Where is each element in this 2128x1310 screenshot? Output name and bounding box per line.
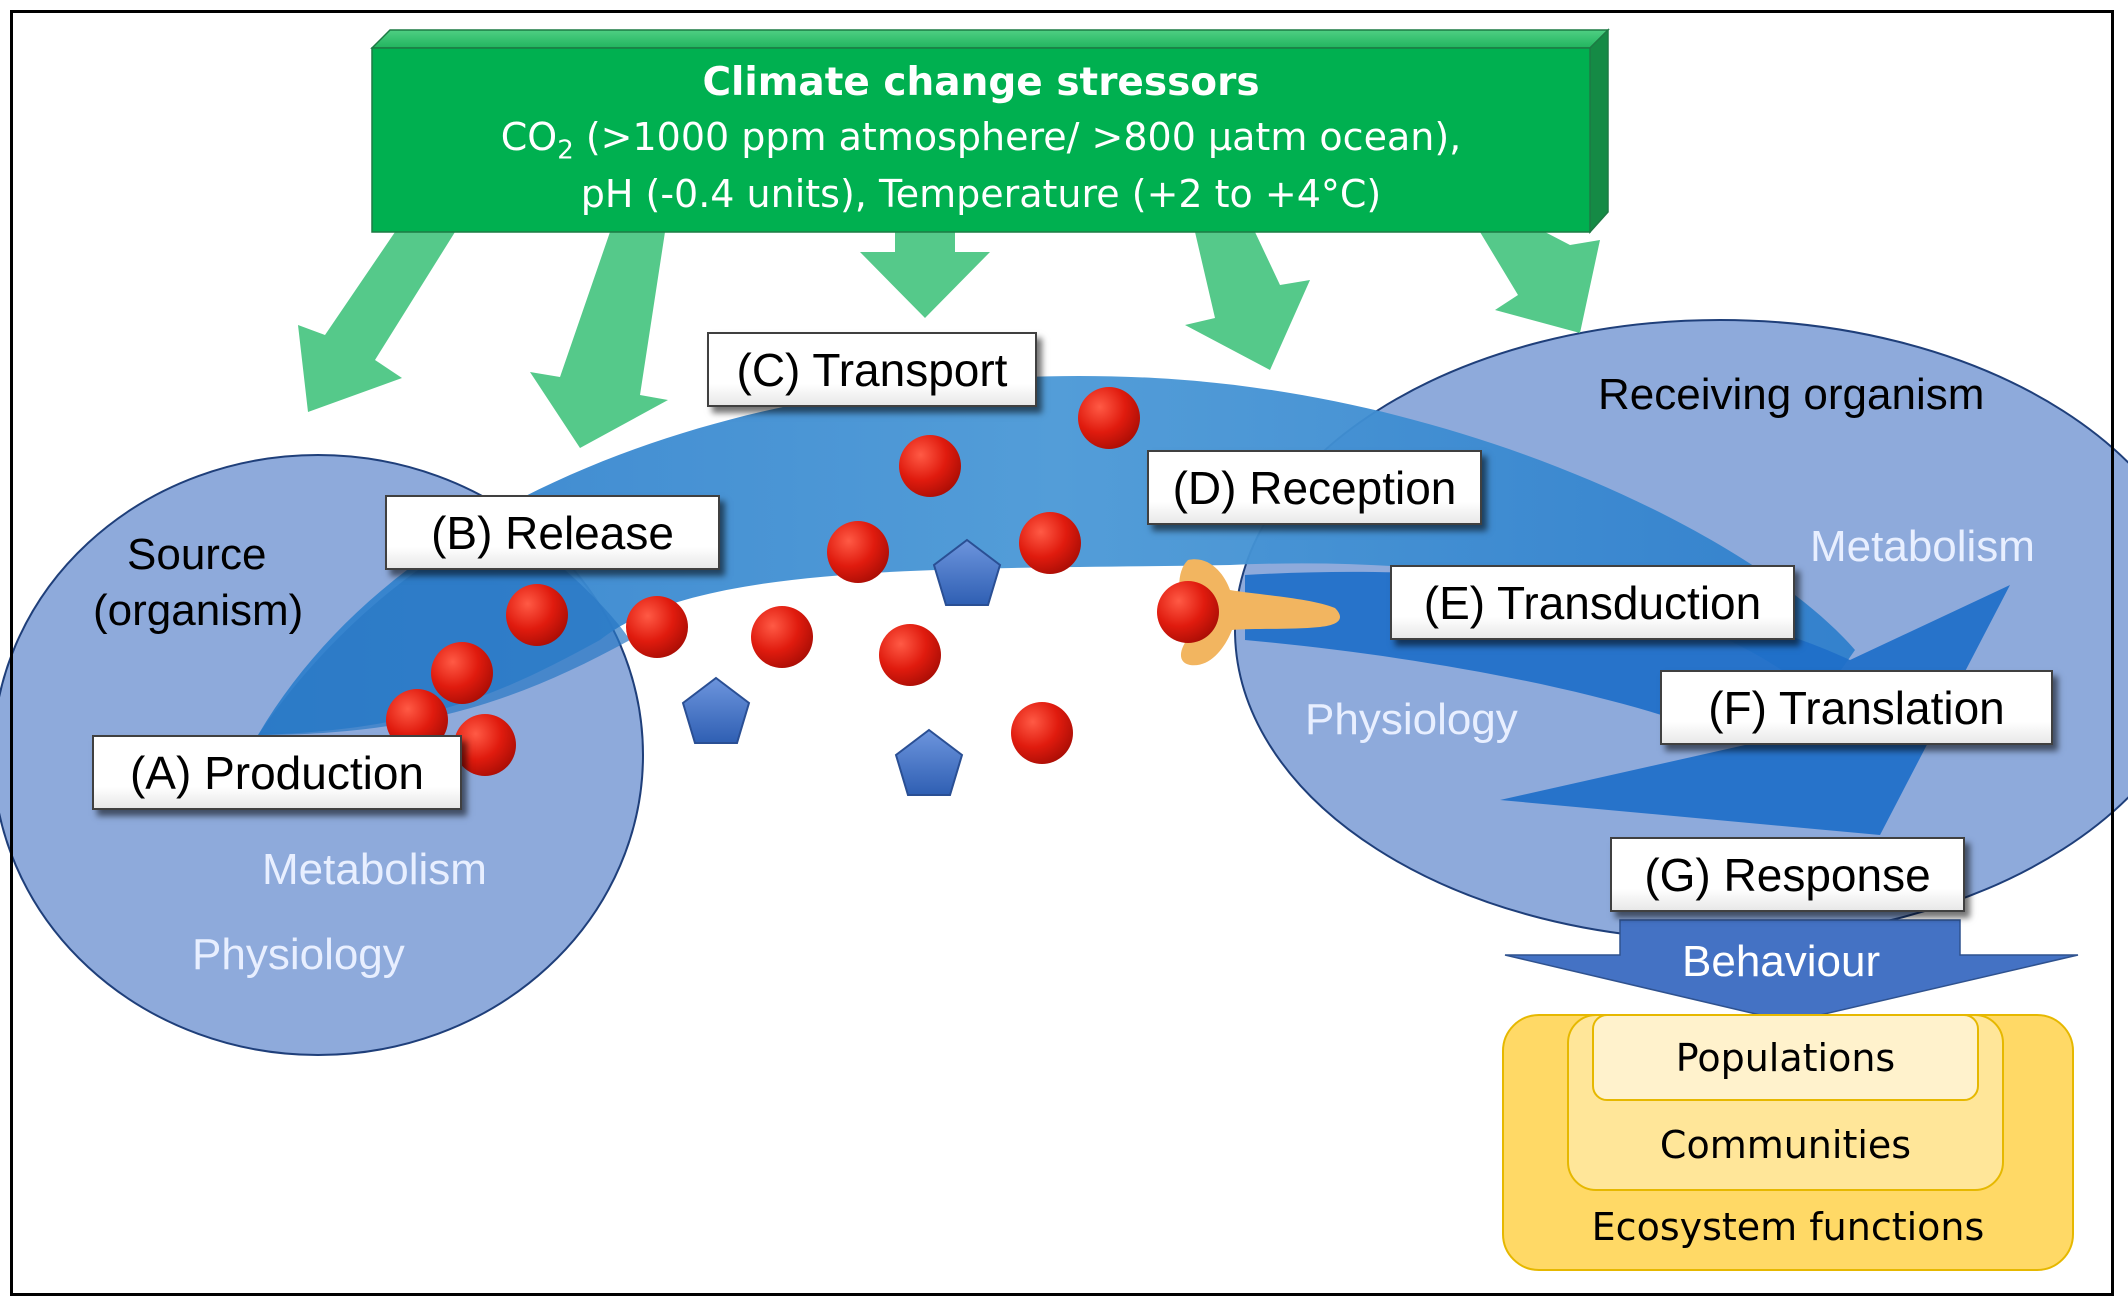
stressor-arrow-3 (860, 232, 990, 318)
stage-transduction-label: (E) Transduction (1390, 565, 1795, 640)
receiver-physiology: Physiology (1305, 695, 1518, 744)
co2-conditions: (>1000 ppm atmosphere/ >800 µatm ocean), (573, 115, 1462, 159)
stage-release-label: (B) Release (385, 495, 720, 570)
figure-border (10, 10, 2114, 1296)
pathway-overlap-source (258, 520, 630, 735)
behaviour-arrow (1504, 919, 2079, 1023)
stage-production-label: (A) Production (92, 735, 462, 810)
stressor-arrow-1 (298, 232, 455, 412)
molecule (1157, 581, 1219, 643)
stage-translation-label: (F) Translation (1660, 670, 2053, 745)
stressor-conditions-line1: CO2 (>1000 ppm atmosphere/ >800 µatm oce… (372, 115, 1590, 166)
molecule (506, 584, 568, 646)
populations-label: Populations (1675, 1036, 1896, 1080)
stressor-arrow-2 (530, 232, 668, 448)
molecule (454, 714, 516, 776)
stressor-arrow-4 (1185, 232, 1310, 370)
populations-box (1592, 1014, 1979, 1101)
signal-molecules (386, 387, 1219, 776)
pentagon-1 (932, 538, 1002, 606)
molecule (431, 642, 493, 704)
pentagon-3 (894, 728, 964, 796)
stressor-arrows (298, 232, 1600, 448)
receptor-shape (1179, 559, 1340, 666)
source-physiology: Physiology (192, 930, 405, 979)
co2-subscript: 2 (557, 135, 574, 166)
stressor-arrow-5 (1480, 232, 1600, 333)
communities-label: Communities (1659, 1123, 1912, 1167)
source-title-line1: Source (127, 530, 267, 579)
stage-transport-label: (C) Transport (707, 332, 1037, 407)
pentagon-molecules (681, 538, 1002, 796)
stressor-conditions-line2: pH (-0.4 units), Temperature (+2 to +4°C… (580, 172, 1382, 216)
molecule (751, 606, 813, 668)
stage-reception-label: (D) Reception (1147, 450, 1482, 525)
molecule (1019, 512, 1081, 574)
stressor-title: Climate change stressors (702, 60, 1260, 105)
source-metabolism: Metabolism (262, 845, 487, 894)
molecule (899, 435, 961, 497)
stressor-box (371, 47, 1591, 233)
receiver-metabolism: Metabolism (1810, 522, 2035, 571)
molecule (879, 624, 941, 686)
receiver-title: Receiving organism (1598, 370, 1985, 419)
stage-response-label: (G) Response (1610, 837, 1965, 912)
source-title-line2: (organism) (93, 586, 304, 635)
molecule (626, 596, 688, 658)
molecule (827, 521, 889, 583)
ecosystem-functions-label: Ecosystem functions (1591, 1205, 1985, 1249)
molecule (1011, 702, 1073, 764)
pentagon-2 (681, 676, 751, 744)
molecule (1078, 387, 1140, 449)
behaviour-label: Behaviour (1682, 937, 1881, 986)
co2-label: CO (500, 115, 558, 159)
